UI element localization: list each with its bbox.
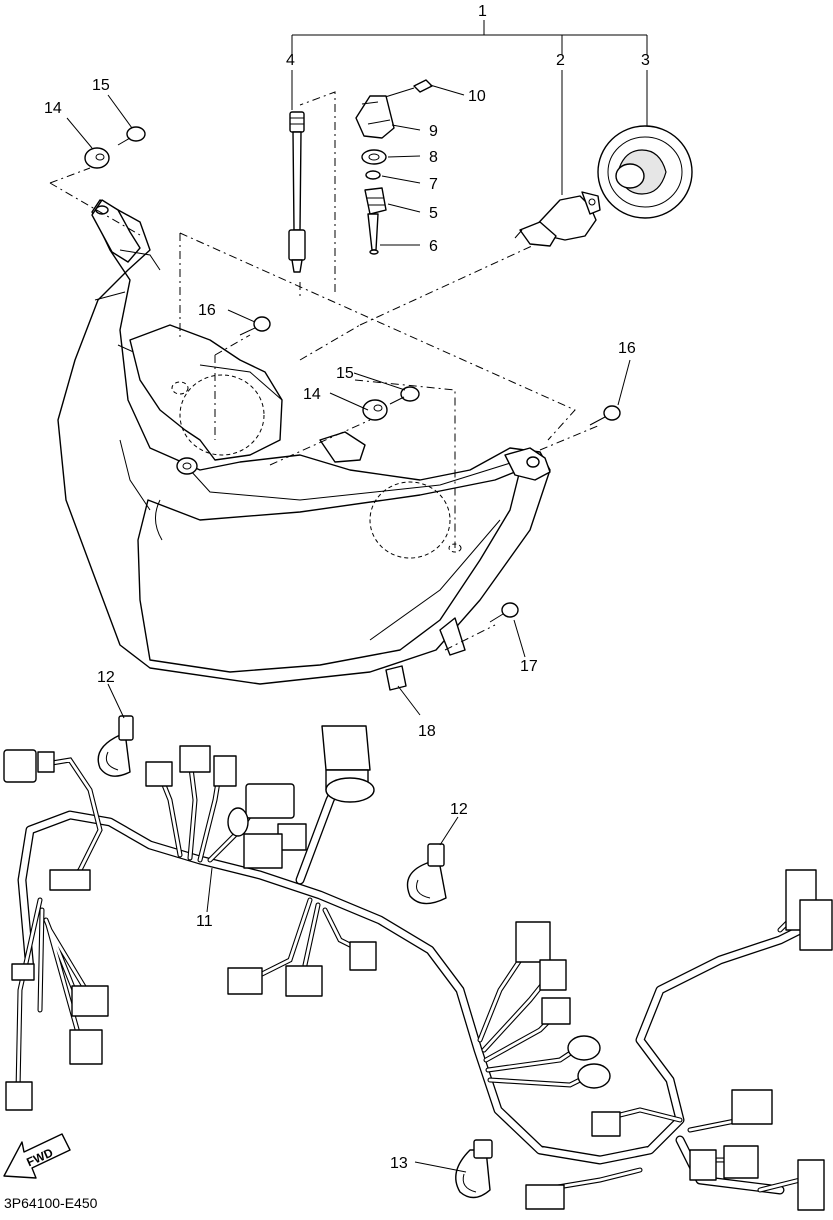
- callout-bracket-1: [291, 20, 648, 55]
- callout-9: 9: [429, 123, 438, 140]
- part-3-bulb-cover: [597, 125, 693, 219]
- headlight-assembly: [57, 199, 551, 685]
- part-4-bulb-socket: [288, 111, 306, 273]
- callout-15-upper: 15: [92, 77, 110, 94]
- drawing-code: 3P64100-E450: [4, 1195, 98, 1211]
- callout-14-middle: 14: [303, 386, 321, 403]
- callout-2: 2: [556, 52, 565, 69]
- fwd-arrow-icon: FWD: [3, 1133, 71, 1179]
- callout-7: 7: [429, 176, 438, 193]
- callout-5: 5: [429, 205, 438, 222]
- callout-4: 4: [286, 52, 295, 69]
- callout-12-upper: 12: [97, 669, 115, 686]
- callout-18: 18: [418, 723, 436, 740]
- callout-12-lower: 12: [450, 801, 468, 818]
- callout-15-middle: 15: [336, 365, 354, 382]
- callout-14-upper: 14: [44, 100, 62, 117]
- callout-16-left: 16: [198, 302, 216, 319]
- callout-11: 11: [196, 913, 213, 930]
- callout-3: 3: [641, 52, 650, 69]
- callout-16-right: 16: [618, 340, 636, 357]
- callout-10: 10: [468, 88, 486, 105]
- callout-1: 1: [478, 3, 487, 20]
- assembly-guide-lines: [49, 91, 601, 651]
- callout-labels: 1 2 3 4 5 6 7 8 9 10 11 12 12 13 14 14 1…: [44, 3, 650, 1172]
- callout-6: 6: [429, 238, 438, 255]
- callout-8: 8: [429, 149, 438, 166]
- parts-5-to-10-adjuster: [355, 79, 433, 255]
- clip-parts: [97, 715, 493, 1199]
- fastener-parts: [84, 126, 621, 691]
- part-11-wire-harness: [3, 725, 833, 1211]
- callout-17: 17: [520, 658, 538, 675]
- leader-lines: [66, 70, 648, 1173]
- callout-13: 13: [390, 1155, 408, 1172]
- part-2-headlight-bulb: [514, 191, 601, 247]
